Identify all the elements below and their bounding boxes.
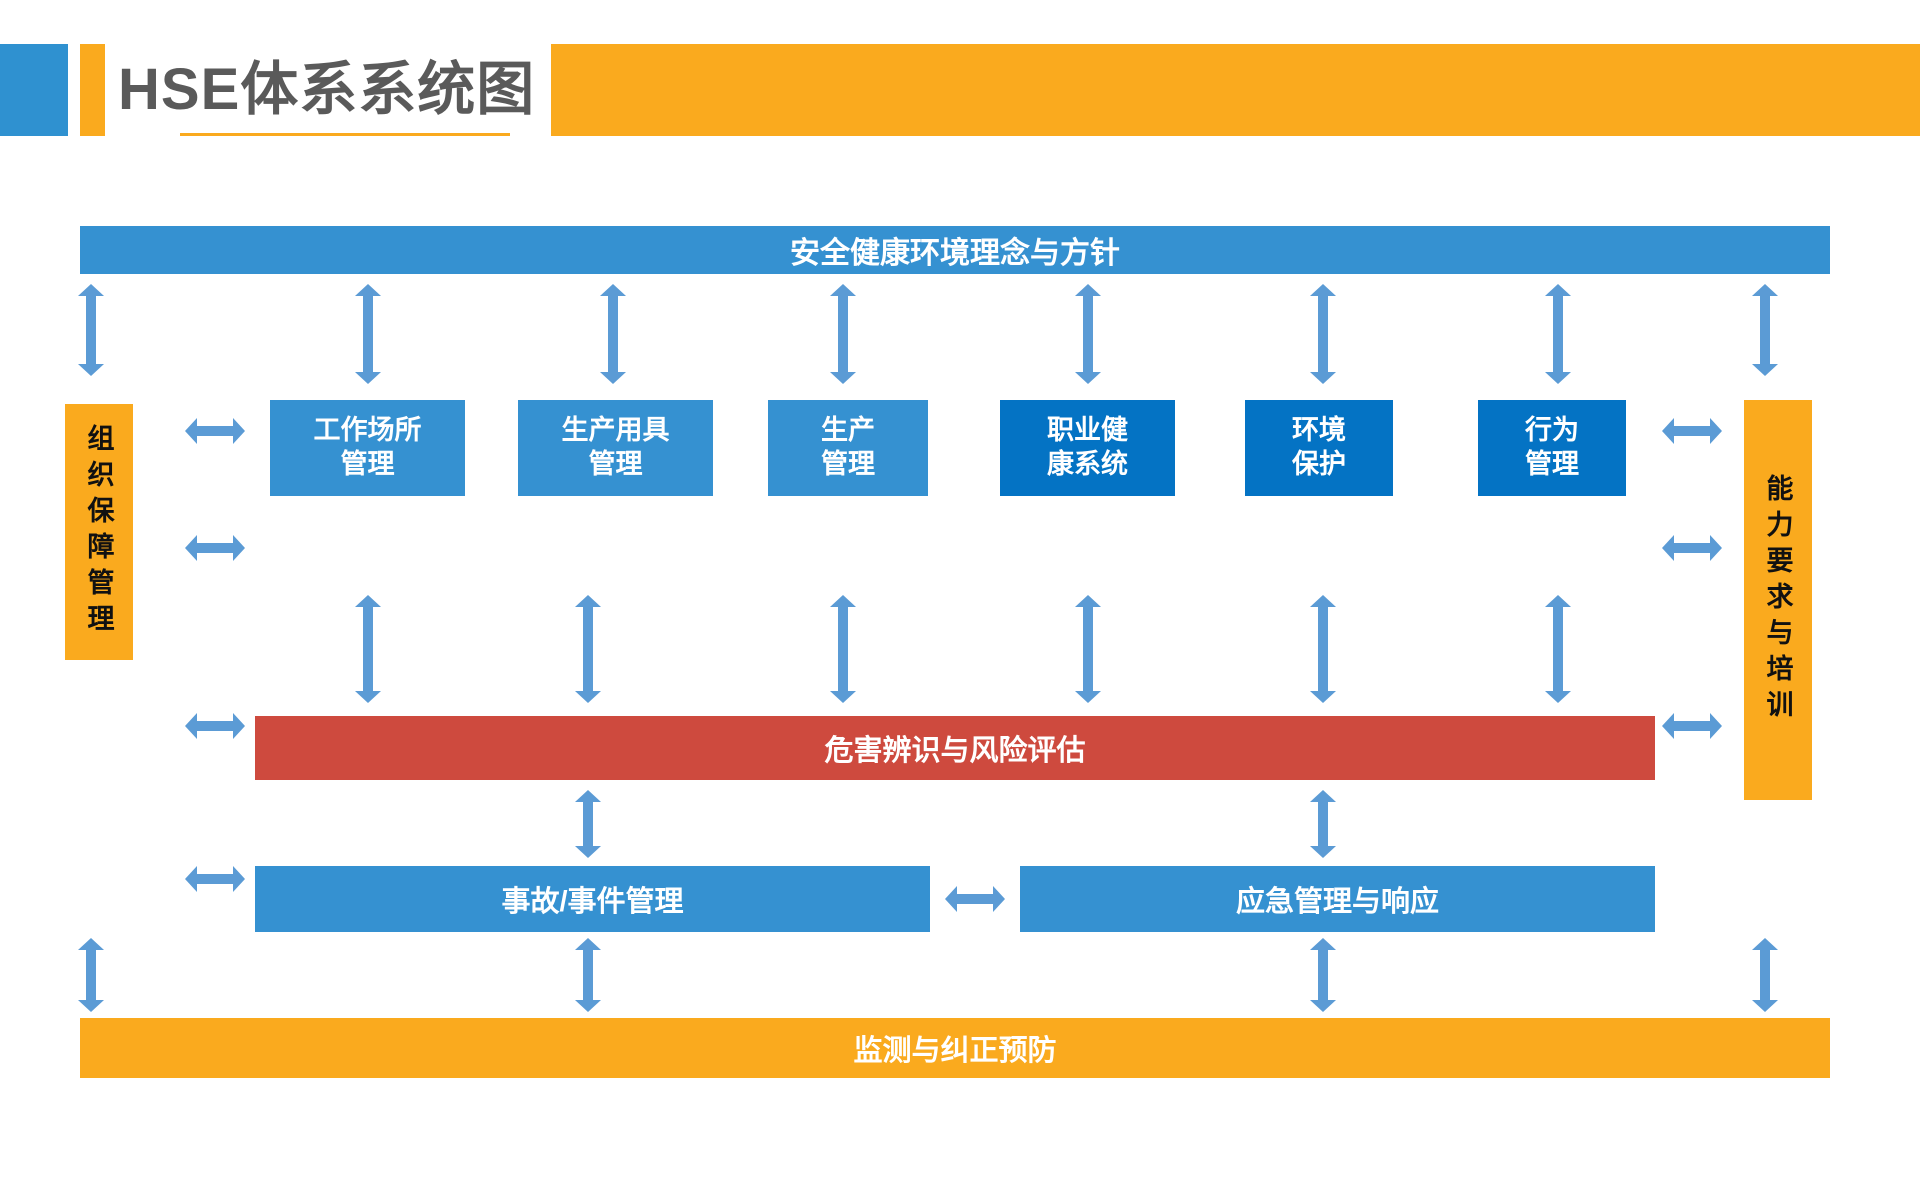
module-label-line2: 管理 <box>340 449 395 479</box>
hazard-identification-risk-assessment-banner[interactable]: 危害辨识与风险评估 <box>255 716 1655 780</box>
module-box-production-management[interactable]: 生产 管理 <box>768 400 928 496</box>
arrow-hazard-bar-to-right-pillar <box>1662 713 1722 739</box>
monitoring-corrective-prevention-banner[interactable]: 监测与纠正预防 <box>80 1018 1830 1078</box>
title-orange-tick-decoration <box>80 44 105 136</box>
arrow-incident-to-emergency <box>945 886 1005 912</box>
module-label-line2: 管理 <box>821 449 875 479</box>
emergency-management-response-box[interactable]: 应急管理与响应 <box>1020 866 1655 932</box>
incident-event-management-box[interactable]: 事故/事件管理 <box>255 866 930 932</box>
policy-banner[interactable]: 安全健康环境理念与方针 <box>80 226 1830 274</box>
arrow-right-pillar-mid <box>1662 535 1722 561</box>
arrow-right-pillar-to-monitoring-bar <box>1752 938 1778 1012</box>
arrow-module-6-to-hazard-bar <box>1545 595 1571 703</box>
arrow-incident-to-monitoring-bar <box>575 938 601 1012</box>
arrow-left-pillar-to-monitoring-bar <box>78 938 104 1012</box>
arrow-left-pillar-to-modules-row <box>185 418 245 444</box>
module-label-line1: 职业健 <box>1047 415 1128 446</box>
left-pillar-organization-assurance[interactable]: 组织保障管理 <box>65 404 133 660</box>
title-blue-square-decoration <box>0 44 68 136</box>
arrow-module-3-to-hazard-bar <box>830 595 856 703</box>
module-label-line1: 行为 <box>1525 415 1579 446</box>
module-box-production-tools-management[interactable]: 生产用具 管理 <box>518 400 713 496</box>
arrow-module-5-to-hazard-bar <box>1310 595 1336 703</box>
arrow-modules-row-to-right-pillar <box>1662 418 1722 444</box>
arrow-policy-to-module-5 <box>1310 284 1336 384</box>
arrow-hazard-bar-to-incident-box <box>575 790 601 858</box>
module-box-environmental-protection[interactable]: 环境 保护 <box>1245 400 1393 496</box>
arrow-module-4-to-hazard-bar <box>1075 595 1101 703</box>
arrow-left-pillar-mid <box>185 535 245 561</box>
module-label-line1: 生产 <box>821 415 875 446</box>
module-label-line2: 保护 <box>1292 449 1346 479</box>
arrow-policy-to-module-6 <box>1545 284 1571 384</box>
arrow-emergency-to-monitoring-bar <box>1310 938 1336 1012</box>
arrow-module-1-to-hazard-bar <box>355 595 381 703</box>
arrow-policy-to-module-2 <box>600 284 626 384</box>
arrow-policy-to-left-pillar <box>78 284 104 376</box>
module-label-line2: 管理 <box>588 449 643 479</box>
module-label-line1: 生产用具 <box>561 415 670 446</box>
arrow-module-2-to-hazard-bar <box>575 595 601 703</box>
arrow-policy-to-module-4 <box>1075 284 1101 384</box>
arrow-left-pillar-to-incident-box <box>185 866 245 892</box>
module-box-workplace-management[interactable]: 工作场所 管理 <box>270 400 465 496</box>
module-box-occupational-health-system[interactable]: 职业健 康系统 <box>1000 400 1175 496</box>
module-label-line2: 管理 <box>1525 449 1579 479</box>
module-label-line1: 工作场所 <box>313 415 422 446</box>
arrow-left-pillar-to-hazard-bar <box>185 713 245 739</box>
title-orange-band-decoration <box>500 44 1920 136</box>
slide-title-bar: HSE体系系统图 <box>0 44 1920 136</box>
arrow-hazard-bar-to-emergency-box <box>1310 790 1336 858</box>
page-title: HSE体系系统图 <box>118 44 552 136</box>
title-underline-decoration <box>180 133 510 136</box>
right-pillar-competency-training[interactable]: 能力要求与培训 <box>1744 400 1812 800</box>
module-label-line1: 环境 <box>1292 415 1346 446</box>
arrow-policy-to-module-1 <box>355 284 381 384</box>
arrow-policy-to-right-pillar <box>1752 284 1778 376</box>
module-label-line2: 康系统 <box>1047 449 1128 479</box>
module-box-behavior-management[interactable]: 行为 管理 <box>1478 400 1626 496</box>
arrow-policy-to-module-3 <box>830 284 856 384</box>
